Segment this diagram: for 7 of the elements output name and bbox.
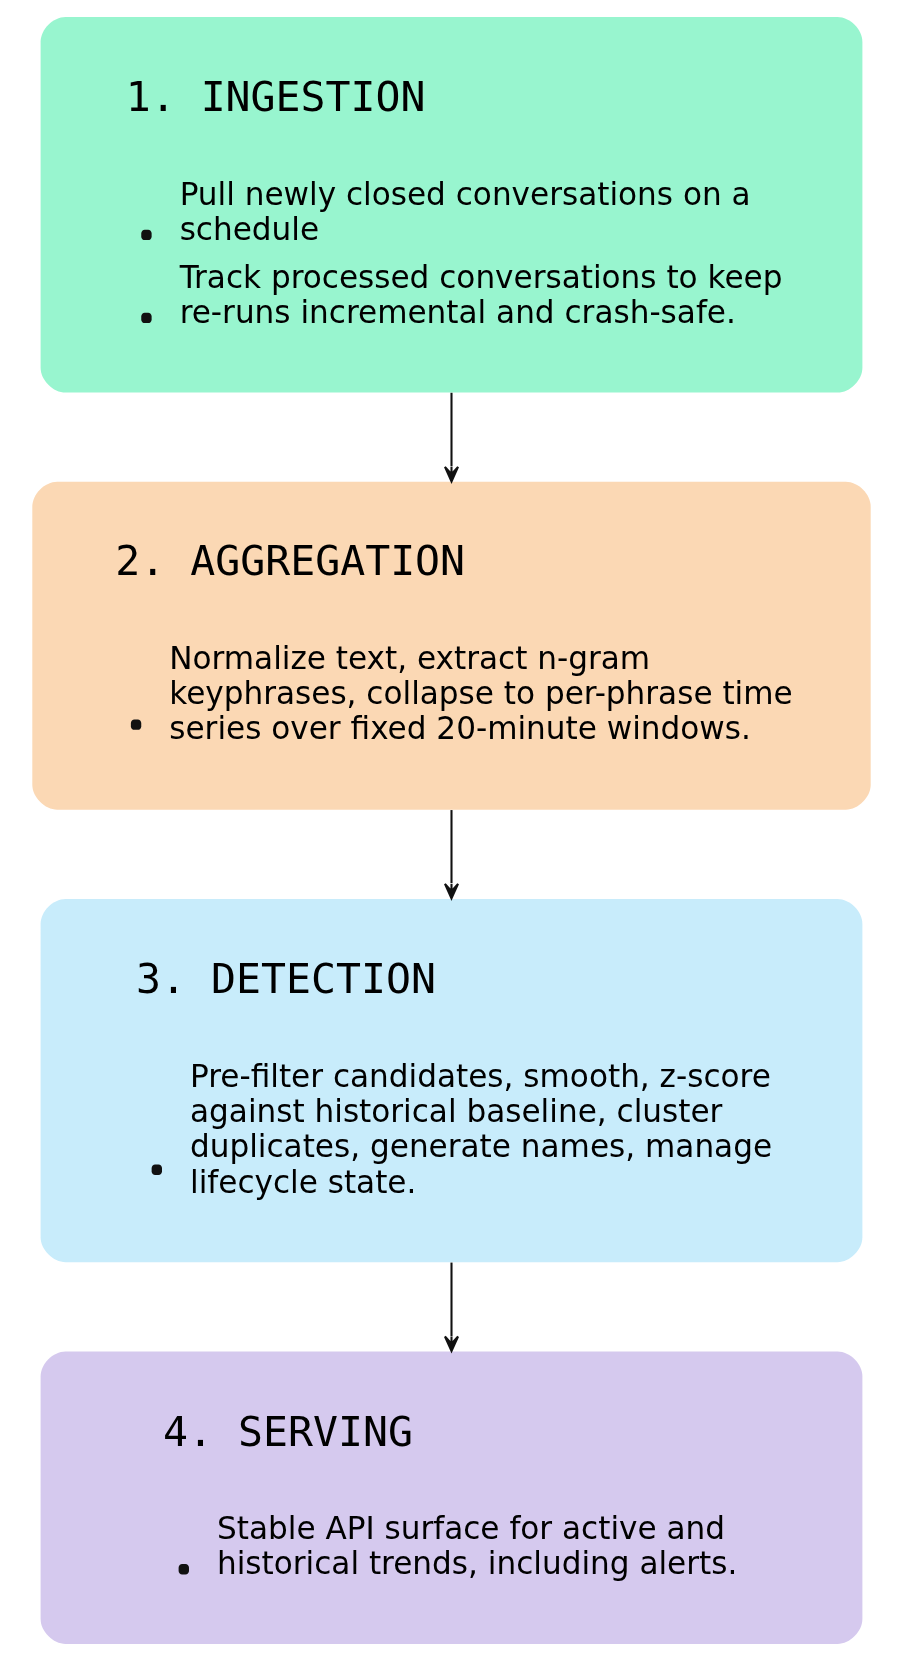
node-box: 2. AGGREGATION Normalize text, extract n-gram keyphrases, collapse to per-phrase time series over fixed 20-minute windows.: [32, 481, 871, 810]
node-box: 4. SERVING Stable API surface for active and historical trends, including alerts.: [40, 1351, 863, 1644]
arrow: [443, 1262, 460, 1353]
arrow: [443, 392, 460, 483]
node-box: 3. DETECTION Pre-filter candidates, smooth, z-score against historical baseline, cluster duplicates, generate names, manage lifecycle state.: [40, 899, 863, 1263]
arrow: [443, 810, 460, 900]
node-box: 1. INGESTION Pull newly closed conversations on a schedule Track processed conversations to keep re-runs incremental and crash-safe.: [40, 17, 863, 393]
